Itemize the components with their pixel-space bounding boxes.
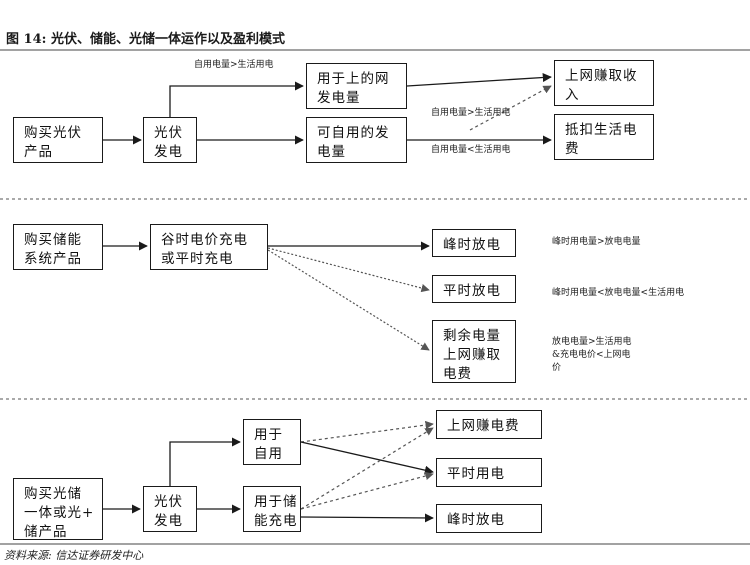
box-self-use-3: 用于 自用 <box>243 419 301 465</box>
source-note: 资料来源: 信达证券研发中心 <box>4 549 144 562</box>
box-flat-discharge: 平时放电 <box>432 275 516 303</box>
label-peak-condition: 峰时用电量>放电电量 <box>552 237 641 247</box>
arrow-grid-power-to-income <box>406 72 552 87</box>
arrow-storage-to-grid3 <box>300 427 434 510</box>
label-selfuse-gt-top: 自用电量>生活用电 <box>194 60 274 70</box>
box-storage-charge-3: 用于储 能充电 <box>243 486 301 532</box>
label-surplus-condition: 放电电量>生活用电 &充电电价<上网电 价 <box>552 337 632 373</box>
arrow-pv-to-grid-power <box>169 81 304 117</box>
arrow-storage-to-peak3 <box>300 513 434 523</box>
box-buy-combo: 购买光储 一体或光+ 储产品 <box>13 478 103 540</box>
box-pv-generation: 光伏 发电 <box>143 117 197 163</box>
arrow-selfuse-to-flat3 <box>300 441 434 475</box>
box-flat-use-3: 平时用电 <box>436 458 542 487</box>
label-selfuse-gt-mid: 自用电量>生活用电 <box>431 108 511 118</box>
box-surplus: 剩余电量 上网赚取 电费 <box>432 320 516 383</box>
box-buy-storage: 购买储能 系统产品 <box>13 224 103 270</box>
box-offset-bill: 抵扣生活电 费 <box>554 114 654 160</box>
box-charge: 谷时电价充电 或平时充电 <box>150 224 268 270</box>
box-grid-income: 上网赚取收 入 <box>554 60 654 106</box>
box-grid-power: 用于上的网 发电量 <box>306 63 407 109</box>
arrow-charge-to-flat <box>267 247 430 293</box>
figure-title: 图 14: 光伏、储能、光储一体运作以及盈利模式 <box>6 32 285 47</box>
arrow-selfuse-to-grid3 <box>300 420 434 443</box>
arrow-pv-to-selfuse3 <box>169 437 241 486</box>
label-selfuse-lt: 自用电量<生活用电 <box>431 145 511 155</box>
box-pv-generation-3: 光伏 发电 <box>143 486 197 532</box>
arrow-storage-to-flat3 <box>300 471 434 510</box>
box-buy-pv: 购买光伏 产品 <box>13 117 103 163</box>
box-peak-discharge: 峰时放电 <box>432 229 516 257</box>
box-grid-fee-3: 上网赚电费 <box>436 410 542 439</box>
box-self-use-power: 可自用的发 电量 <box>306 117 407 163</box>
arrow-charge-to-surplus <box>267 249 430 351</box>
label-flat-condition: 峰时用电量<放电电量<生活用电 <box>552 288 685 298</box>
box-peak-discharge-3: 峰时放电 <box>436 504 542 533</box>
